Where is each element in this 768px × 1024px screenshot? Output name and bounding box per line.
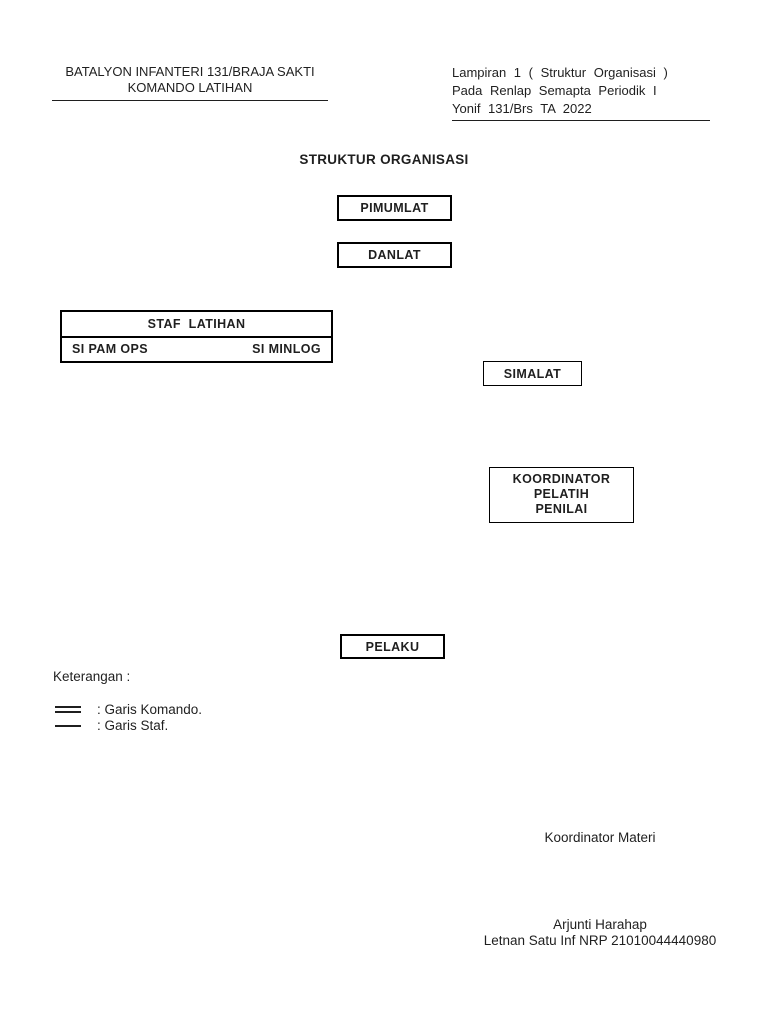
org-cell-si-minlog: SI MINLOG [252, 342, 321, 357]
page-title: STRUKTUR ORGANISASI [299, 152, 469, 167]
signature-rank-nrp: Letnan Satu Inf NRP 21010044440980 [483, 933, 717, 948]
org-box-pimumlat-label: PIMUMLAT [360, 201, 429, 215]
lampiran-line2: Pada Renlap Semapta Periodik I [452, 83, 657, 98]
org-cell-si-pam-ops: SI PAM OPS [72, 342, 149, 357]
org-box-simalat-label: SIMALAT [503, 366, 562, 381]
lampiran-block: Lampiran 1 ( Struktur Organisasi ) Pada … [452, 64, 710, 121]
letterhead-unit: BATALYON INFANTERI 131/BRAJA SAKTI KOMAN… [52, 64, 328, 101]
org-box-staf-latihan: STAF LATIHAN SI PAM OPS SI MINLOG [60, 310, 333, 363]
letterhead-unit-line1: BATALYON INFANTERI 131/BRAJA SAKTI [65, 64, 315, 79]
org-box-danlat-label: DANLAT [368, 248, 421, 262]
org-box-pimumlat: PIMUMLAT [337, 195, 452, 221]
org-box-koordinator-line3: PENILAI [535, 502, 588, 516]
single-line-icon [55, 725, 81, 727]
lampiran-line3: Yonif 131/Brs TA 2022 [452, 101, 592, 116]
signature-name: Arjunti Harahap [553, 917, 647, 932]
legend-item-garis-komando-label: : Garis Komando. [97, 702, 203, 717]
org-box-koordinator-line2: PELATIH [533, 487, 590, 501]
org-box-staf-latihan-cells: SI PAM OPS SI MINLOG [62, 338, 331, 362]
org-box-koordinator-pelatih-penilai: KOORDINATOR PELATIH PENILAI [489, 467, 634, 523]
lampiran-line1: Lampiran 1 ( Struktur Organisasi ) [452, 65, 668, 80]
signature-block: Koordinator Materi Arjunti Harahap Letna… [440, 830, 760, 949]
signature-role: Koordinator Materi [544, 830, 656, 845]
legend-item-garis-staf-label: : Garis Staf. [97, 718, 169, 733]
org-box-pelaku: PELAKU [340, 634, 445, 659]
org-box-staf-latihan-header: STAF LATIHAN [62, 312, 331, 338]
double-line-icon [55, 706, 81, 713]
org-box-koordinator-line1: KOORDINATOR [512, 472, 611, 486]
letterhead-unit-line2: KOMANDO LATIHAN [127, 80, 253, 95]
org-box-danlat: DANLAT [337, 242, 452, 268]
org-box-simalat: SIMALAT [483, 361, 582, 386]
org-box-pelaku-label: PELAKU [365, 639, 420, 654]
legend-heading: Keterangan : [53, 669, 131, 684]
